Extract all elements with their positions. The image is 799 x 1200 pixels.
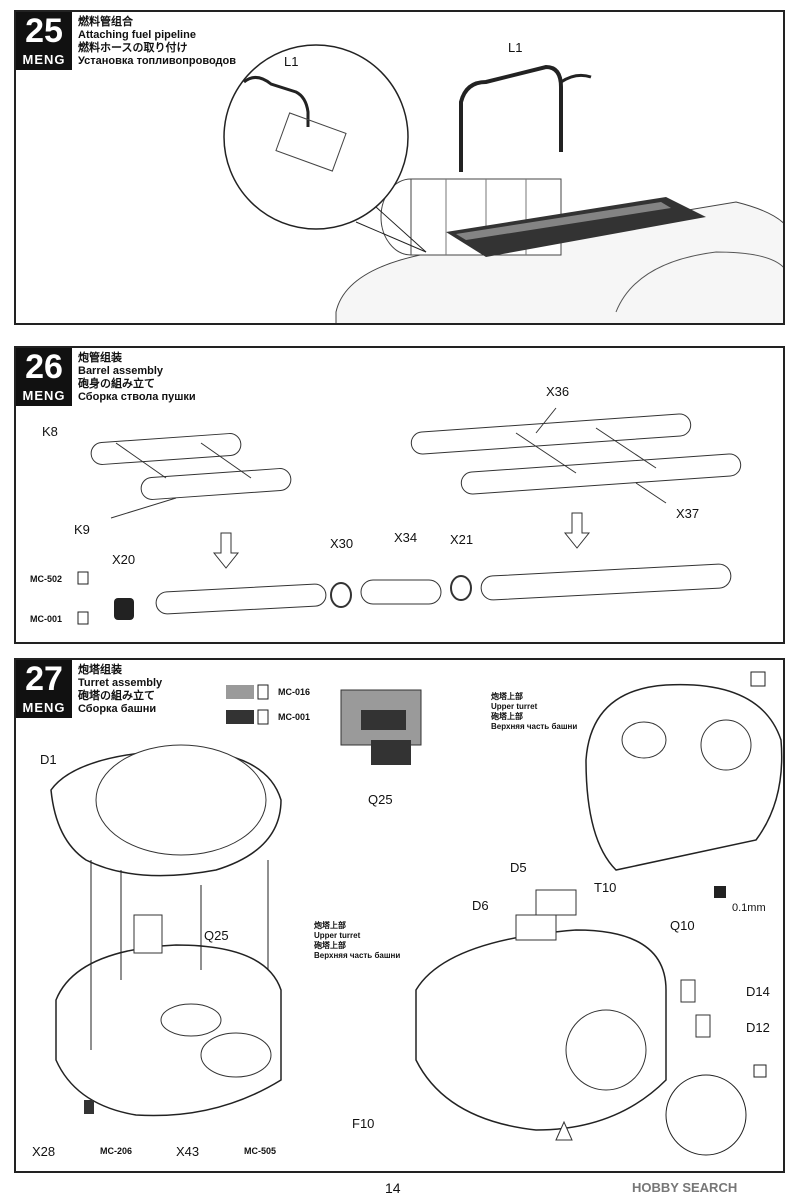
thickness-note: 0.1mm [732, 902, 766, 914]
step-26-illustration [77, 407, 742, 625]
paint-code-mc505: MC-505 [244, 1146, 277, 1156]
step-25-panel: 25 MENG 燃料管组合 Attaching fuel pipeline 燃料… [14, 10, 785, 325]
title-en: Attaching fuel pipeline [78, 29, 196, 41]
upper-turret-note-left: 炮塔上部 Upper turret 砲塔上部 Верхняя часть баш… [314, 921, 400, 961]
part-label-x28: X28 [32, 1144, 56, 1159]
note-ru: Верхняя часть башни [491, 722, 578, 731]
note-jp: 砲塔上部 [491, 712, 523, 721]
step-titles: 炮塔组装 Turret assembly 砲塔の組み立て Сборка башн… [78, 664, 162, 716]
brand-logo: MENG [22, 700, 66, 715]
part-label-d12: D12 [746, 1020, 770, 1035]
part-label-k9: K9 [74, 522, 90, 537]
page-number: 14 [385, 1180, 401, 1196]
step-titles: 燃料管组合 Attaching fuel pipeline 燃料ホースの取り付け… [78, 16, 236, 68]
paint-code-mc016: MC-016 [278, 687, 311, 697]
upper-turret-note-right: 炮塔上部 Upper turret 砲塔上部 Верхняя часть баш… [491, 692, 577, 732]
part-label-q10: Q10 [670, 918, 695, 933]
title-ru: Сборка ствола пушки [78, 391, 196, 403]
title-cn: 燃料管组合 [78, 16, 133, 28]
step-badge: 26 MENG [16, 348, 72, 406]
part-label-f10: F10 [352, 1116, 375, 1131]
note-en: Upper turret [491, 702, 538, 711]
part-label-x30: X30 [330, 536, 354, 551]
note-jp: 砲塔上部 [314, 941, 346, 950]
brand-logo: MENG [22, 52, 66, 67]
step-titles: 炮管组装 Barrel assembly 砲身の組み立て Сборка ство… [78, 352, 196, 404]
title-jp: 燃料ホースの取り付け [78, 42, 188, 54]
part-label-d14: D14 [746, 984, 770, 999]
part-label-q25-detail: Q25 [368, 792, 393, 807]
step-25-illustration [223, 44, 783, 323]
part-label-x37: X37 [676, 506, 700, 521]
part-label-d5: D5 [510, 860, 527, 875]
part-label-d6: D6 [472, 898, 489, 913]
note-cn: 炮塔上部 [491, 692, 523, 701]
part-label-x36: X36 [546, 384, 570, 399]
part-label-q25: Q25 [204, 928, 229, 943]
title-en: Turret assembly [78, 677, 163, 689]
note-cn: 炮塔上部 [314, 921, 346, 930]
paint-code-mc001: MC-001 [30, 614, 63, 624]
part-label-l1-detail: L1 [284, 54, 299, 69]
title-ru: Сборка башни [78, 703, 157, 715]
title-en: Barrel assembly [78, 365, 163, 377]
title-cn: 炮塔组装 [78, 664, 122, 676]
part-label-k8: K8 [42, 424, 58, 439]
title-jp: 砲身の組み立て [78, 378, 155, 390]
part-label-d1: D1 [40, 752, 57, 767]
step-badge: 27 MENG [16, 660, 72, 718]
step-badge: 25 MENG [16, 12, 72, 70]
part-label-x21: X21 [450, 532, 474, 547]
part-label-x34: X34 [394, 530, 418, 545]
title-cn: 炮管组装 [78, 352, 122, 364]
step-27-panel: 27 MENG 炮塔组装 Turret assembly 砲塔の組み立て Сбо… [14, 658, 785, 1173]
step-26-panel: 26 MENG 炮管组装 Barrel assembly 砲身の組み立て Сбо… [14, 346, 785, 644]
title-ru: Установка топливопроводов [78, 55, 237, 67]
note-en: Upper turret [314, 931, 361, 940]
part-label-x20: X20 [112, 552, 136, 567]
step-27-illustration [50, 671, 783, 1156]
part-label-x43: X43 [176, 1144, 200, 1159]
brand-logo: MENG [22, 388, 66, 403]
watermark: HOBBY SEARCH [632, 1180, 738, 1195]
step-number: 25 [25, 12, 63, 50]
paint-code-mc206: MC-206 [100, 1146, 133, 1156]
part-label-t10: T10 [594, 880, 617, 895]
paint-code-mc001: MC-001 [278, 712, 311, 722]
title-jp: 砲塔の組み立て [78, 690, 155, 702]
part-label-l1: L1 [508, 40, 523, 55]
paint-code-mc502: MC-502 [30, 574, 63, 584]
step-number: 26 [25, 348, 63, 386]
step-number: 27 [25, 660, 63, 698]
note-ru: Верхняя часть башни [314, 951, 401, 960]
